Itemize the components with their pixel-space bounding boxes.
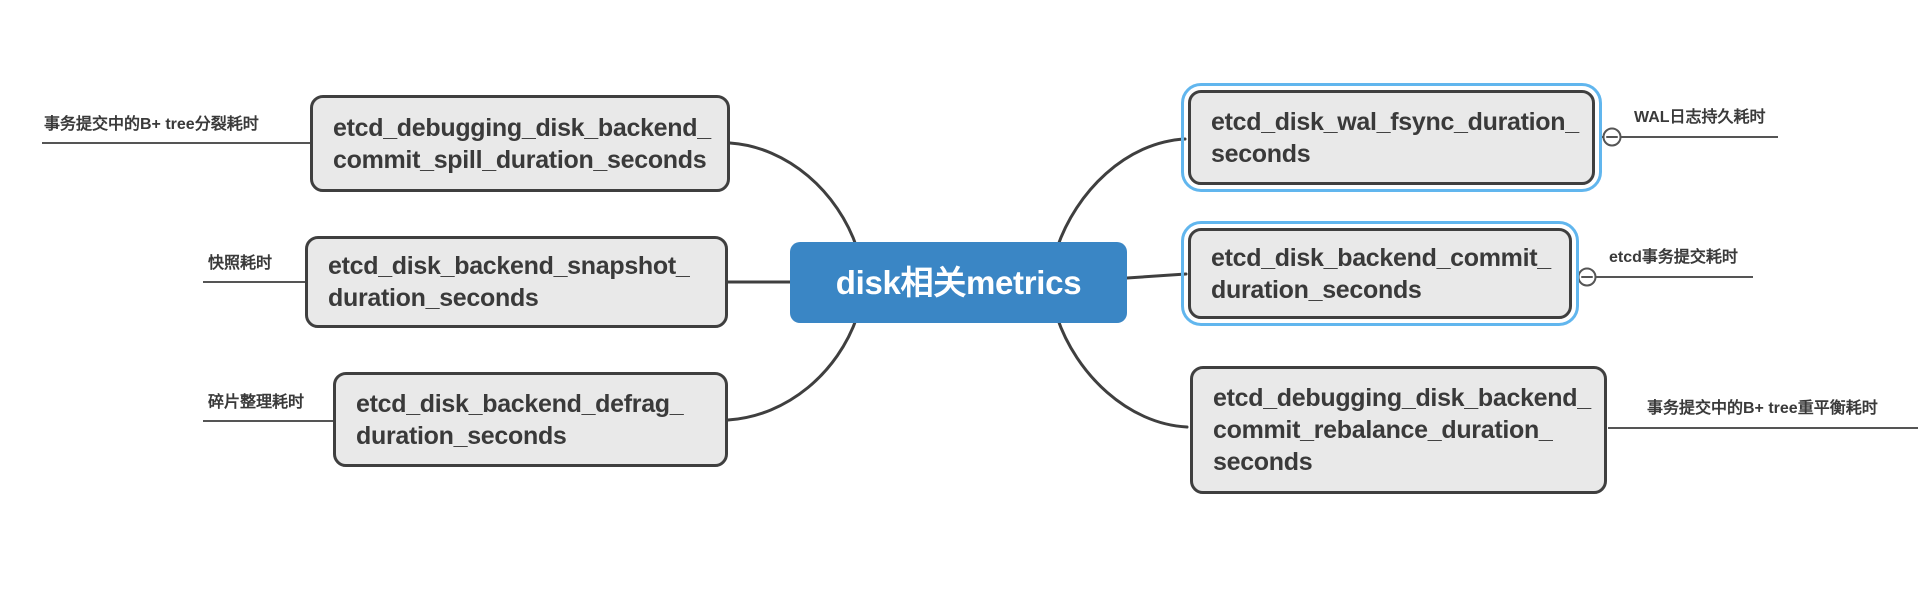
branch-curve-left-bottom <box>726 315 859 422</box>
metric-node-backend-defrag[interactable]: etcd_disk_backend_defrag_ duration_secon… <box>333 372 728 467</box>
metric-node-wal-fsync[interactable]: etcd_disk_wal_fsync_duration_ seconds <box>1181 83 1602 192</box>
leaf-label-spill[interactable]: 事务提交中的B+ tree分裂耗时 <box>44 116 259 133</box>
leaf-label-commit[interactable]: etcd事务提交耗时 <box>1609 249 1738 266</box>
metric-text-line: etcd_disk_backend_defrag_ <box>356 389 684 418</box>
metric-node-backend-snapshot[interactable]: etcd_disk_backend_snapshot_ duration_sec… <box>305 236 728 328</box>
branch-curve-left-top <box>728 141 859 250</box>
leaf-label-wal-fsync[interactable]: WAL日志持久耗时 <box>1634 109 1766 126</box>
metric-node-commit-spill[interactable]: etcd_debugging_disk_backend_ commit_spil… <box>310 95 730 192</box>
metric-text-line: etcd_disk_wal_fsync_duration_ <box>1211 107 1579 136</box>
metric-text-line: commit_spill_duration_seconds <box>333 145 707 174</box>
metric-text-line: duration_seconds <box>356 421 567 450</box>
metric-text-line: seconds <box>1213 448 1313 476</box>
collapse-toggle-right-1[interactable] <box>1602 127 1622 147</box>
metric-text-line: etcd_debugging_disk_backend_ <box>333 113 711 142</box>
branch-curve-right-bottom <box>1055 315 1189 429</box>
metric-text-line: commit_rebalance_duration_ <box>1213 416 1553 444</box>
metric-text-line: etcd_debugging_disk_backend_ <box>1213 384 1591 412</box>
branch-curve-right-top <box>1055 137 1187 250</box>
metric-node-backend-commit[interactable]: etcd_disk_backend_commit_ duration_secon… <box>1181 221 1579 326</box>
metric-text-line: seconds <box>1211 139 1311 168</box>
leaf-label-defrag[interactable]: 碎片整理耗时 <box>208 394 305 411</box>
collapse-toggle-right-2[interactable] <box>1577 267 1597 287</box>
leaf-label-rebalance[interactable]: 事务提交中的B+ tree重平衡耗时 <box>1647 400 1878 417</box>
branch-curve-right-mid <box>1125 272 1188 280</box>
metric-node-commit-rebalance[interactable]: etcd_debugging_disk_backend_ commit_reba… <box>1190 366 1607 494</box>
metric-text-line: duration_seconds <box>328 284 539 312</box>
root-node-label: disk相关metrics <box>835 263 1082 301</box>
metric-text-line: duration_seconds <box>1211 275 1422 304</box>
metric-text-line: etcd_disk_backend_commit_ <box>1211 243 1551 272</box>
root-node[interactable]: disk相关metrics <box>790 242 1127 323</box>
leaf-label-snapshot[interactable]: 快照耗时 <box>208 255 273 272</box>
metric-text-line: etcd_disk_backend_snapshot_ <box>328 252 690 280</box>
